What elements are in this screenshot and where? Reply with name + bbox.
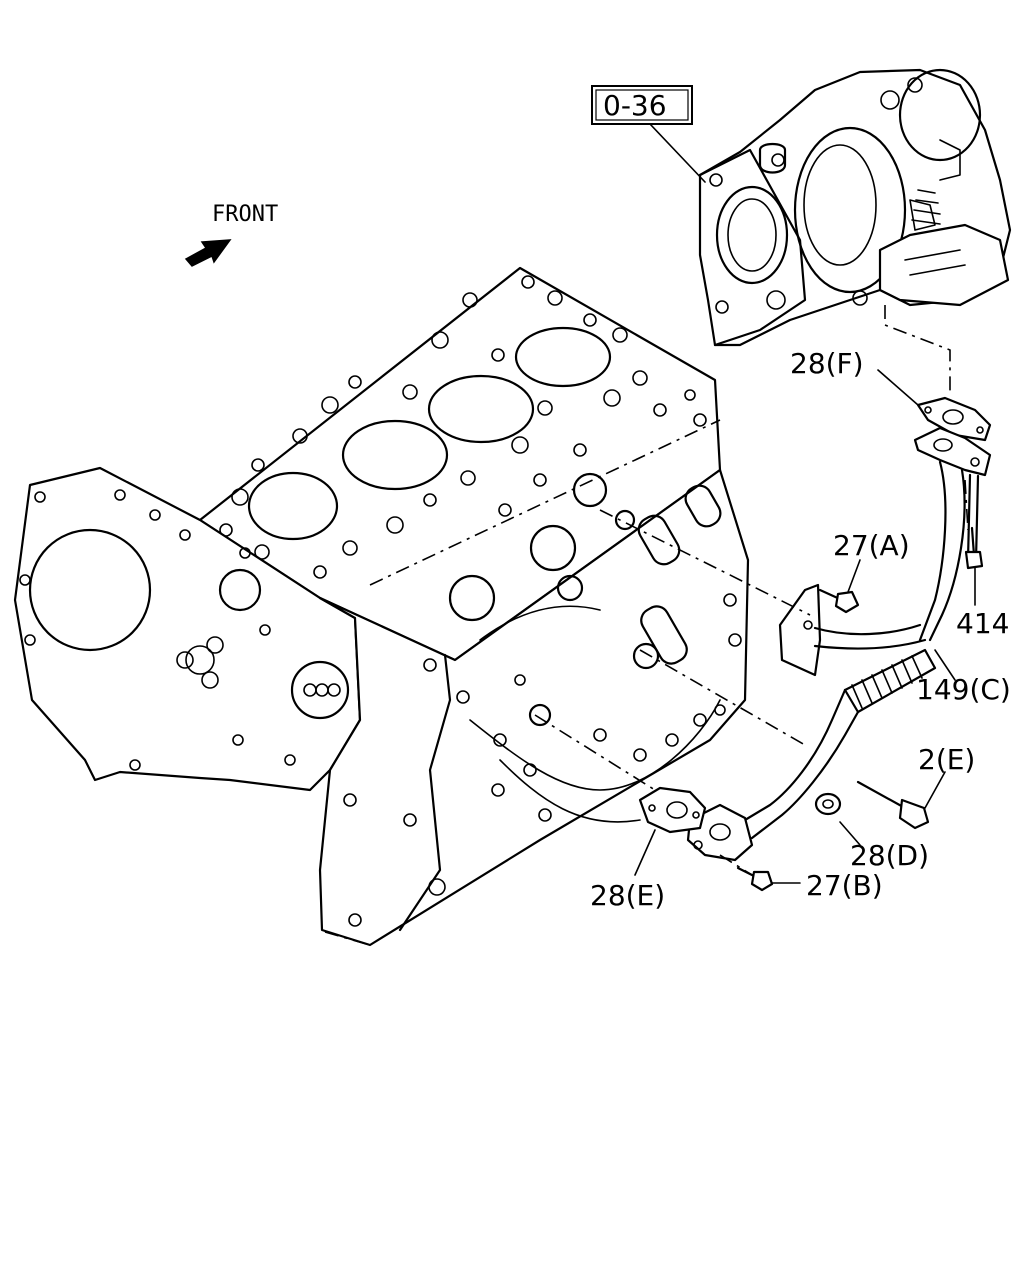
callout-28d: 28(D) [850,839,929,872]
front-arrow-icon [184,239,232,267]
callout-149c: 149(C) [916,673,1011,706]
gasket-d [814,792,842,816]
front-label: FRONT [212,202,278,227]
callout-414: 414 [956,607,1009,640]
gasket-f [916,396,992,442]
callout-27b: 27(B) [806,869,883,902]
bolt-b-icon [736,866,774,892]
bolt-a-icon [818,588,860,614]
callouts: 28(F) 27(A) 414 149(C) 2(E) 28(D) 27(B) … [590,347,1011,912]
oil-pipe-assembly [534,305,992,892]
callout-2e: 2(E) [918,743,975,776]
callout-28f: 28(F) [790,347,864,380]
flex-hose [843,648,937,714]
turbocharger [698,68,1012,347]
leader-lines [634,369,976,884]
bolt-414-icon [964,526,984,570]
gasket-e [638,786,707,834]
callout-27a: 27(A) [833,529,910,562]
callout-28e: 28(E) [590,879,665,912]
eye-bolt-icon [856,780,930,830]
reference-box-label: 0-36 [603,89,667,122]
front-indicator: FRONT [184,202,278,267]
cylinder-block [13,266,750,947]
reference-box: 0-36 [591,85,706,183]
